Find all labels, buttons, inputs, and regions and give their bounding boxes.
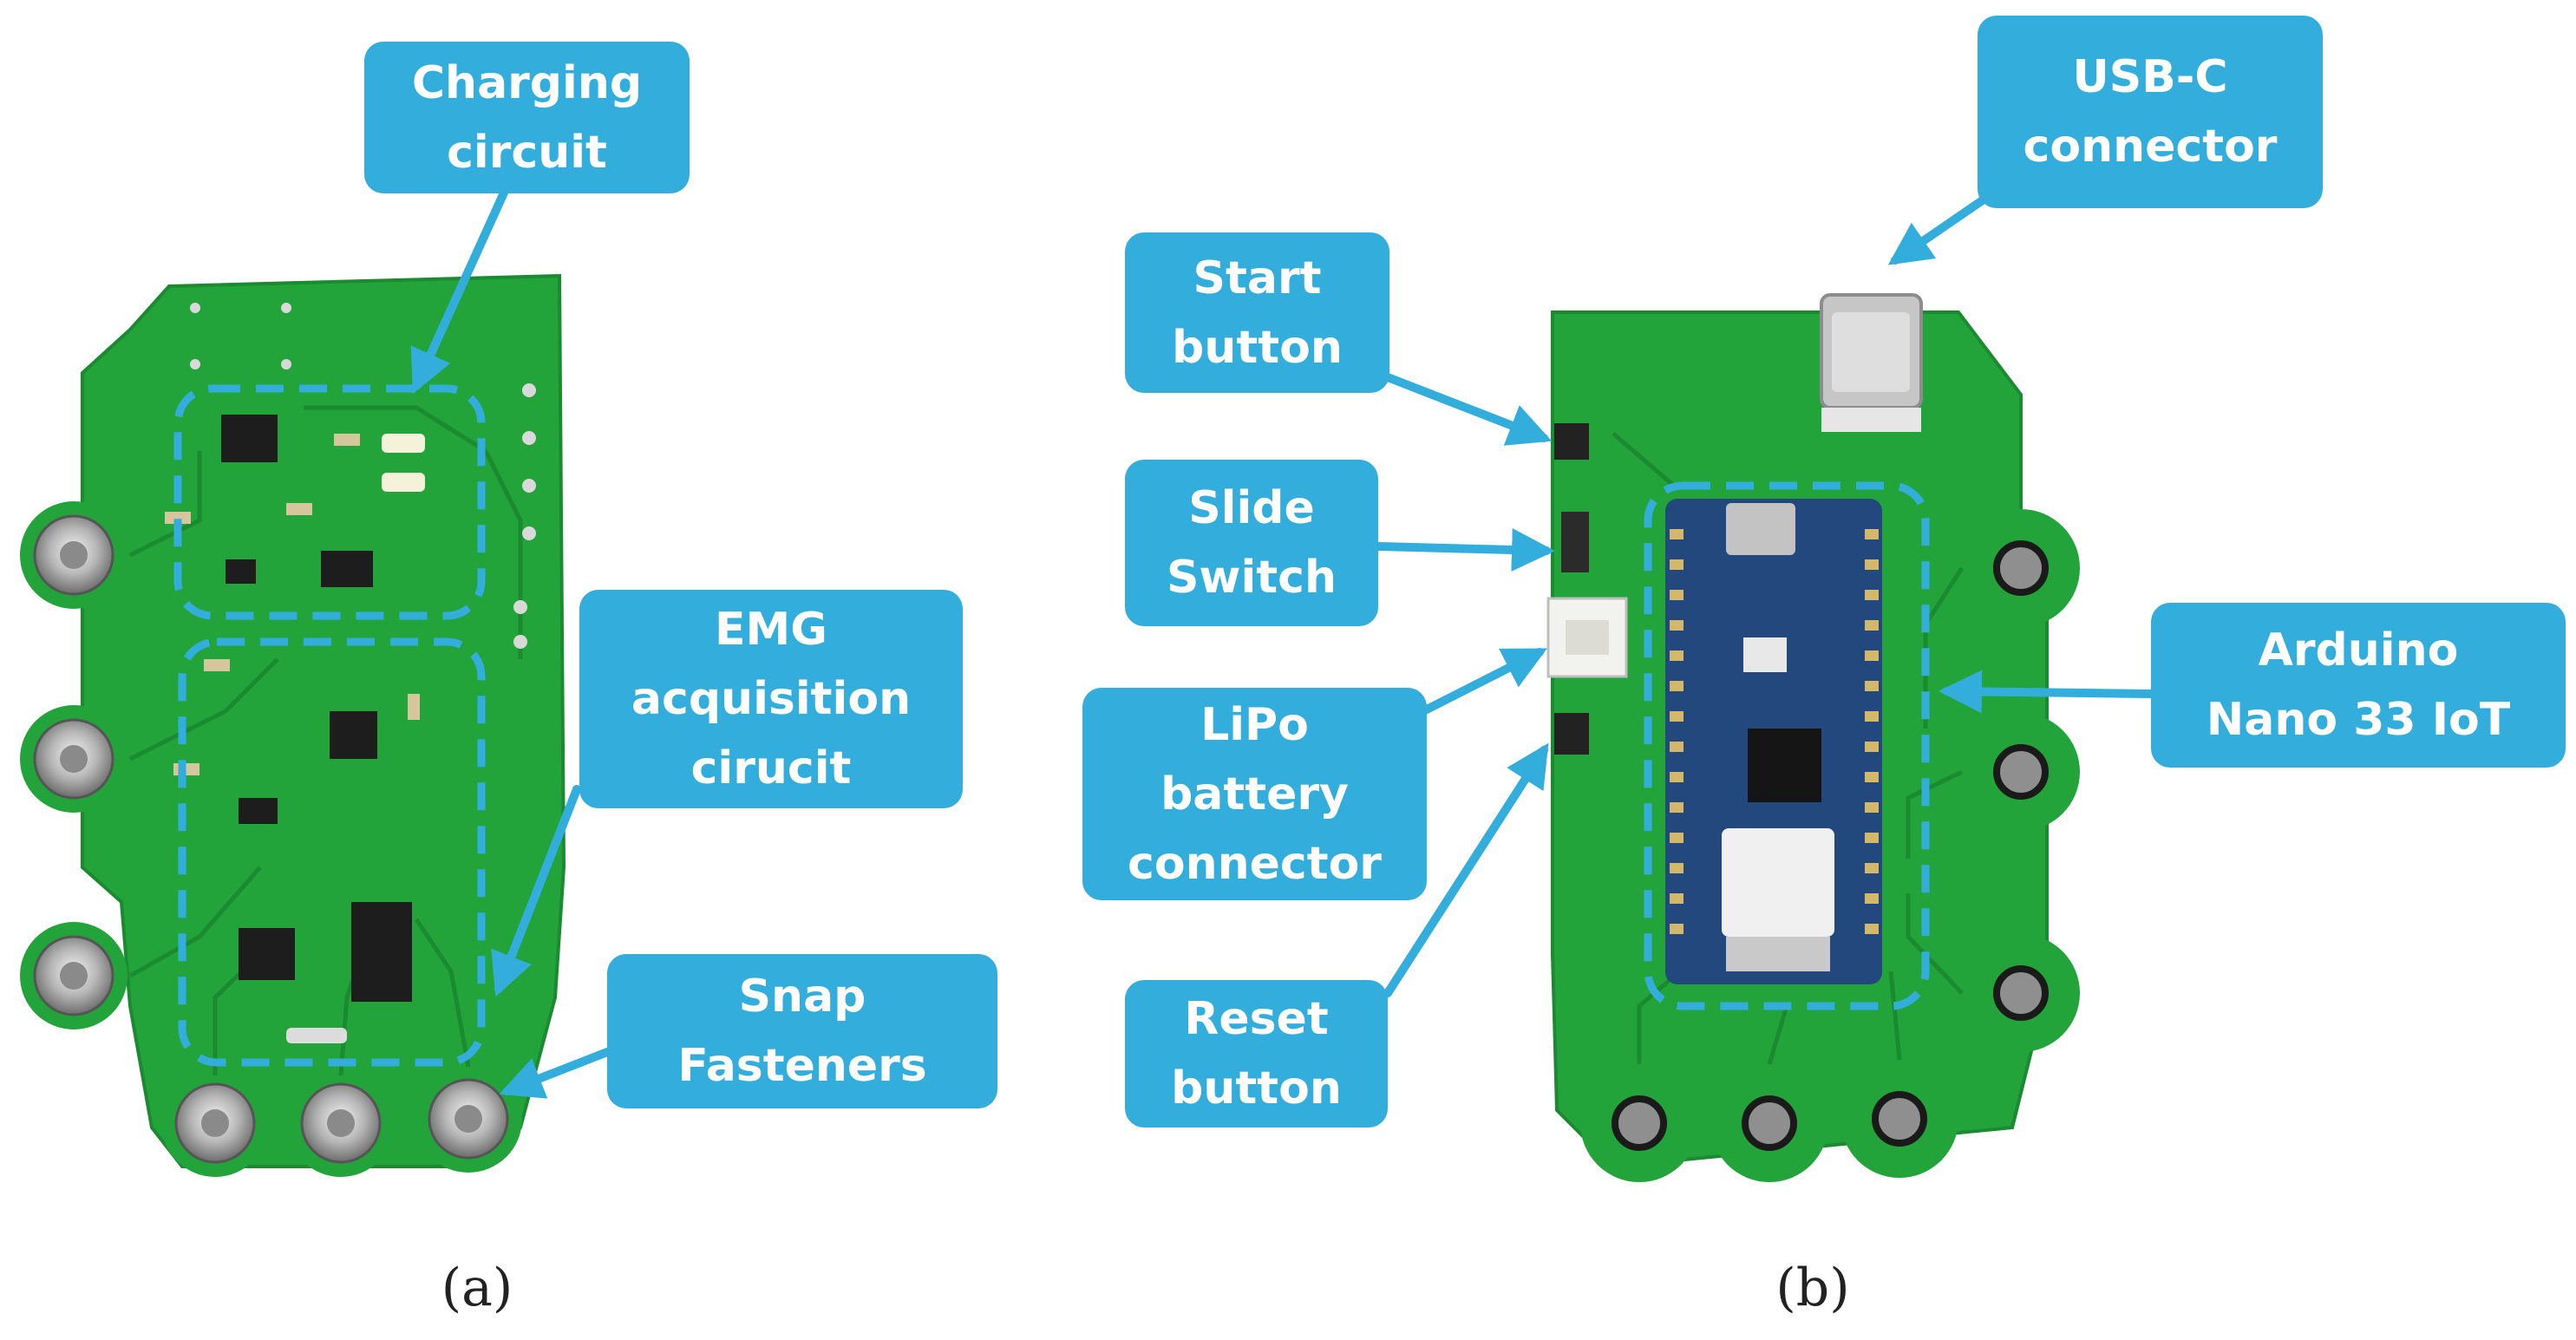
board-a-ic	[330, 711, 377, 759]
callout-line: Nano 33 IoT	[2206, 694, 2511, 746]
callout-line: Switch	[1166, 552, 1337, 604]
callout-line: Snap	[738, 971, 866, 1023]
callout-line: Slide	[1188, 482, 1315, 534]
callout-reset-button: Reset button	[1125, 980, 1388, 1128]
slide-switch-icon	[1561, 512, 1589, 572]
arduino-region	[1644, 481, 1930, 1010]
callout-line: acquisition	[631, 673, 912, 725]
callout-line: EMG	[715, 604, 827, 656]
snap-fastener-icon	[33, 935, 114, 1016]
board-a-ic	[321, 551, 373, 587]
snap-fastener-icon	[300, 1082, 382, 1164]
callout-line: button	[1172, 321, 1343, 374]
board-a-smd	[165, 512, 191, 524]
callout-snap-fasteners: Snap Fasteners	[607, 954, 997, 1108]
snap-fastener-icon	[33, 718, 114, 800]
callout-line: Arduino	[2258, 624, 2459, 677]
through-hole-icon	[1742, 1095, 1797, 1151]
board-b	[1546, 293, 2080, 1182]
callout-line: connector	[2023, 121, 2278, 173]
board-a-vias	[190, 303, 536, 649]
emg-circuit-region	[178, 637, 486, 1067]
board-a-smd	[334, 434, 360, 446]
callout-line: LiPo	[1200, 698, 1309, 751]
arrow-usb	[1887, 193, 1991, 265]
board-a-ic	[226, 559, 256, 584]
board-a-ic	[239, 798, 278, 824]
callout-line: Fasteners	[677, 1040, 927, 1092]
board-a	[20, 273, 566, 1177]
through-hole-icon	[1993, 965, 2049, 1021]
callout-line: Charging	[411, 56, 643, 109]
callout-line: Reset	[1184, 993, 1329, 1045]
usb-c-connector-icon	[1820, 293, 1923, 432]
arrow-slide	[1375, 527, 1555, 572]
board-a-smd	[204, 659, 230, 671]
arrow-snap	[499, 1048, 611, 1099]
board-a-diode	[286, 1028, 347, 1043]
arrow-reset	[1383, 742, 1549, 997]
callout-arduino: Arduino Nano 33 IoT	[2151, 603, 2566, 768]
callout-line: button	[1171, 1062, 1342, 1114]
through-hole-icon	[1993, 744, 2049, 800]
board-a-led	[382, 434, 425, 453]
callout-arrows	[410, 186, 2155, 1099]
reset-button-icon	[1554, 713, 1589, 755]
snap-fastener-icon	[33, 514, 114, 596]
callout-emg-circuit: EMG acquisition cirucit	[579, 590, 963, 808]
callout-start-button: Start button	[1125, 232, 1389, 393]
arduino-nano-icon	[1665, 499, 1882, 984]
callout-usb-c: USB-C connector	[1978, 16, 2323, 208]
snap-fastener-icon	[174, 1082, 256, 1164]
callout-line: Start	[1193, 252, 1322, 304]
charging-circuit-region	[173, 384, 486, 620]
caption-a: (a)	[441, 1258, 513, 1318]
callout-line: circuit	[447, 126, 607, 179]
callout-charging-circuit: Charging circuit	[364, 42, 690, 193]
callout-line: USB-C	[2072, 51, 2228, 103]
through-hole-icon	[1993, 540, 2049, 596]
lipo-connector-icon	[1546, 597, 1628, 678]
arrow-start	[1383, 373, 1553, 446]
callout-line: cirucit	[690, 742, 852, 794]
arrow-arduino	[1939, 670, 2155, 714]
through-hole-icon	[1872, 1091, 1927, 1147]
arrow-emg	[491, 785, 581, 997]
callout-line: battery	[1161, 768, 1349, 820]
callout-lipo-connector: LiPo battery connector	[1082, 688, 1427, 900]
board-a-ic	[351, 902, 412, 1002]
board-a-smd	[286, 503, 312, 515]
arrow-lipo	[1422, 648, 1547, 714]
board-a-smd	[173, 763, 199, 775]
caption-b: (b)	[1775, 1258, 1850, 1318]
board-a-smd	[408, 694, 420, 720]
through-hole-icon	[1612, 1095, 1667, 1151]
start-button-icon	[1554, 423, 1589, 460]
board-a-led	[382, 473, 425, 492]
callout-slide-switch: Slide Switch	[1125, 460, 1378, 626]
callout-line: connector	[1128, 837, 1382, 890]
board-a-ic	[221, 415, 278, 462]
arrow-charging	[410, 186, 509, 395]
board-a-ic	[239, 928, 295, 980]
snap-fastener-icon	[428, 1078, 509, 1160]
